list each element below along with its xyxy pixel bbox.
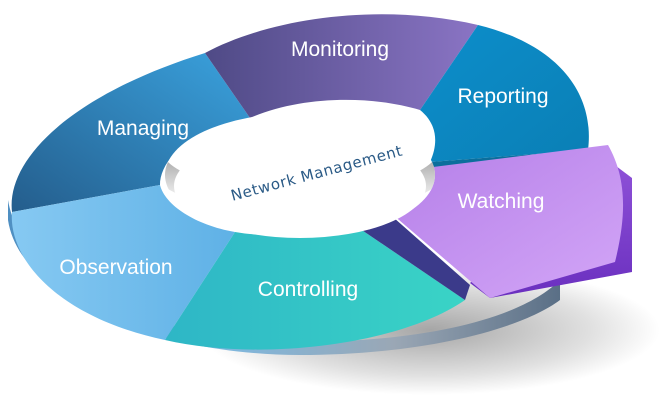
segment-label-monitoring: Monitoring [291,38,389,61]
segment-managing [11,53,250,212]
segment-controlling [165,222,465,350]
segment-label-observation: Observation [59,256,172,279]
segment-watching [385,145,624,298]
segment-label-controlling: Controlling [258,278,358,301]
segment-label-reporting: Reporting [457,85,548,108]
segment-label-managing: Managing [97,117,189,140]
hole-center [174,134,426,238]
segment-observation [11,185,235,340]
segment-monitoring [205,14,478,118]
segment-inner-wall [350,210,470,300]
segment-label-watching: Watching [458,190,545,213]
segment-reporting [420,25,589,162]
